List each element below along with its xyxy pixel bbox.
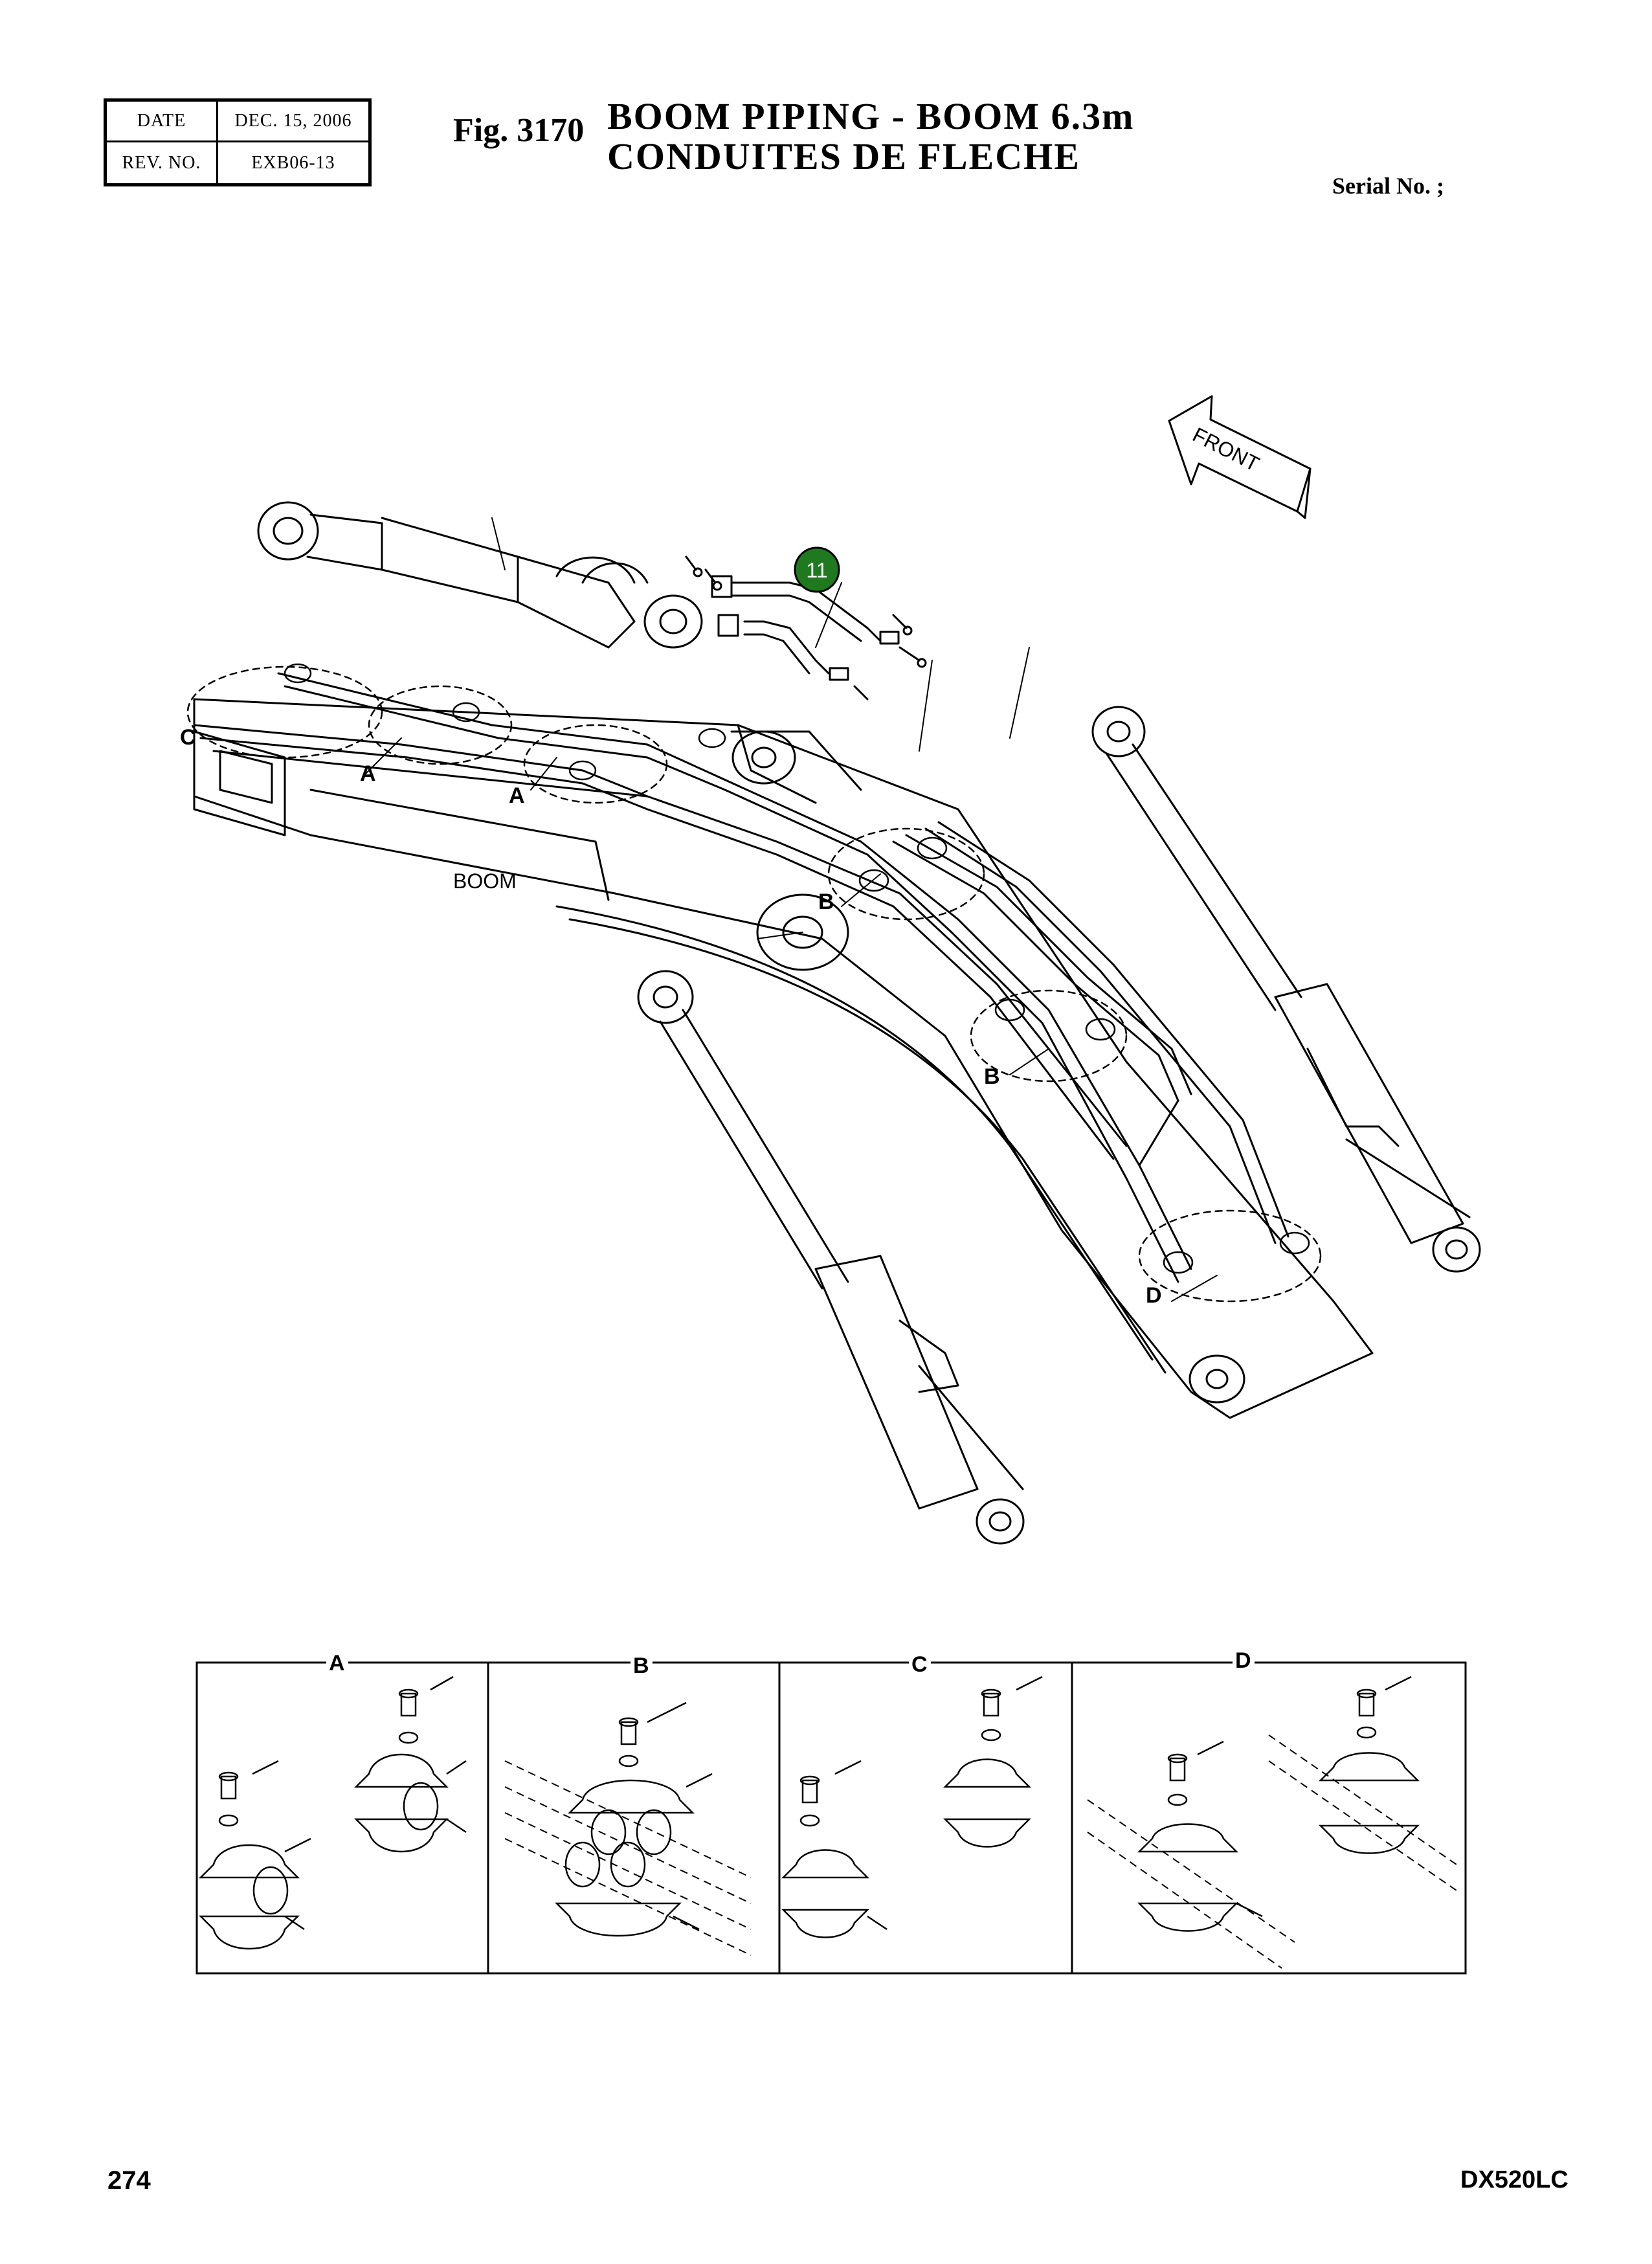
detail-a-clamps xyxy=(198,1676,467,1950)
rev-label: REV. NO. xyxy=(107,142,218,183)
boom-pipes xyxy=(193,672,1289,1283)
serial-number: Serial No. ; xyxy=(1332,173,1444,199)
detail-c-heading: C xyxy=(911,1652,928,1677)
detail-c-clamps xyxy=(781,1676,1043,1938)
detail-d-heading: D xyxy=(1235,1648,1251,1673)
model-name: DX520LC xyxy=(1460,2166,1568,2193)
detail-b-clamps xyxy=(504,1701,752,1956)
detail-panels xyxy=(195,1661,1467,1975)
title-french: CONDUITES DE FLECHE xyxy=(607,135,1080,177)
detail-panel-headings: A B C D xyxy=(326,1648,1255,1678)
callout-11-label: 11 xyxy=(806,559,827,582)
arm-cylinder xyxy=(257,501,703,649)
detail-ref-a1: A xyxy=(360,761,376,786)
detail-ref-d: D xyxy=(1146,1283,1162,1308)
detail-ref-a2: A xyxy=(509,783,525,808)
figure-number: Fig. 3170 xyxy=(453,112,585,149)
detail-a-heading: A xyxy=(329,1651,345,1676)
date-value: DEC. 15, 2006 xyxy=(218,102,368,142)
title-english: BOOM PIPING - BOOM 6.3m xyxy=(607,95,1135,137)
detail-b-heading: B xyxy=(633,1653,649,1678)
front-arrow xyxy=(1168,395,1312,519)
boom-cylinder-right xyxy=(1091,706,1481,1273)
page-number: 274 xyxy=(107,2166,151,2195)
rev-value: EXB06-13 xyxy=(251,152,335,173)
callout-11: 11 xyxy=(794,546,840,593)
boom-structure xyxy=(193,698,1374,1419)
detail-ref-b2: B xyxy=(984,1064,1000,1089)
front-label: FRONT xyxy=(1189,423,1264,476)
revision-table: DATE DEC. 15, 2006 REV. NO. EXB06-13 xyxy=(104,98,372,186)
boom-label: BOOM xyxy=(453,869,517,893)
date-label: DATE xyxy=(107,102,218,142)
detail-d-clamps xyxy=(1087,1676,1457,1969)
detail-ref-b1: B xyxy=(818,890,834,914)
pipe-clamps xyxy=(186,663,1322,1303)
detail-ref-c: C xyxy=(180,725,196,750)
leader-lines xyxy=(362,517,1218,1302)
boom-cylinder-left xyxy=(637,970,1025,1545)
